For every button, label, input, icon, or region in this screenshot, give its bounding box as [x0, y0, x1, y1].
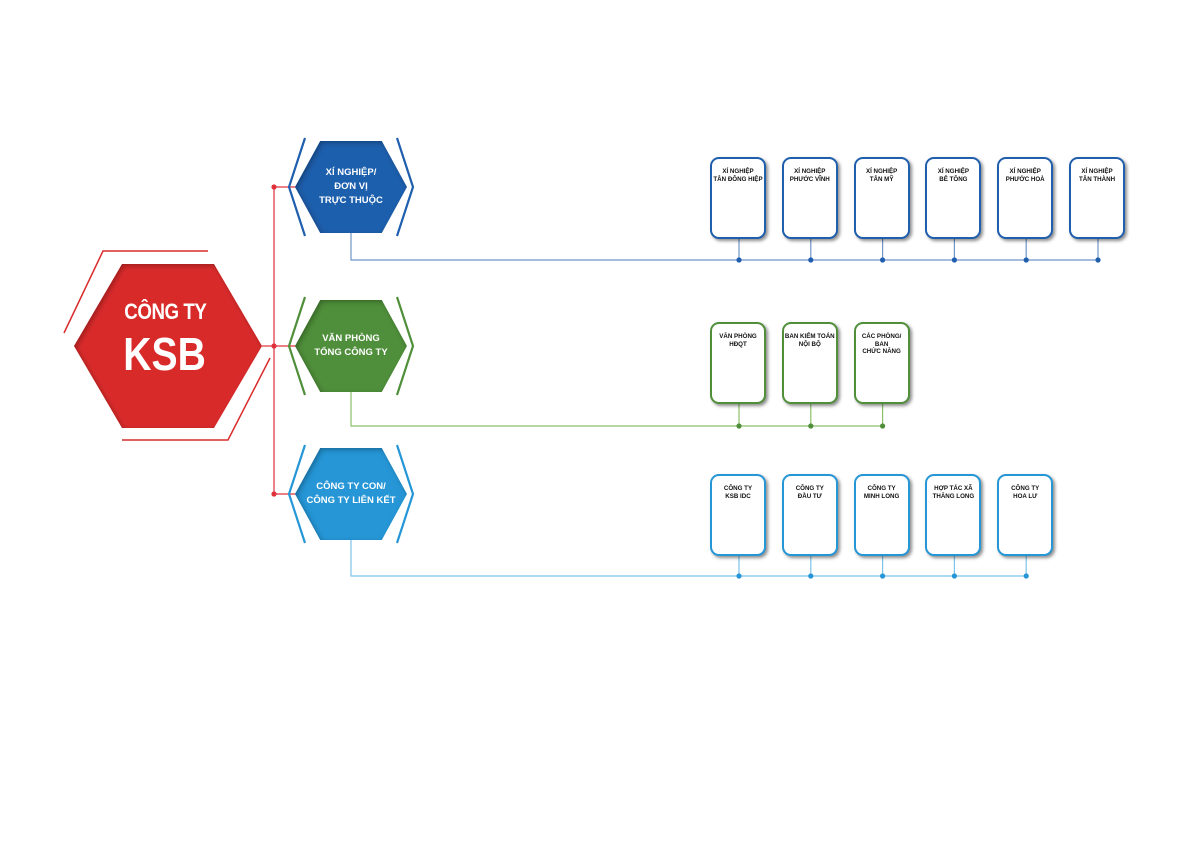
- junction-dot: [271, 343, 277, 349]
- root-outer-frame-top: [63, 250, 208, 334]
- junction-dot: [271, 491, 277, 497]
- branch-hexagon[interactable]: [295, 300, 407, 392]
- branch-label-line: TỔNG CÔNG TY: [314, 347, 388, 358]
- main-connector: [262, 184, 296, 497]
- child-node[interactable]: CÔNG TY ĐẦU TƯ: [781, 474, 838, 556]
- child-node[interactable]: XÍ NGHIỆP PHƯỚC HOÀ: [997, 157, 1054, 239]
- junction-dot: [271, 184, 277, 190]
- branch-cong-ty-con: [287, 444, 1029, 579]
- branch-label-line: CÔNG TY CON/: [316, 481, 386, 492]
- child-node[interactable]: BAN KIỂM TOÁN NỘI BỘ: [781, 322, 838, 404]
- root-label: CÔNG TY KSB: [90, 290, 240, 390]
- child-node[interactable]: HỢP TÁC XÃ THĂNG LONG: [925, 474, 982, 556]
- child-node-label: XÍ NGHIỆP TÂN ĐÔNG HIỆP: [713, 168, 763, 183]
- child-node[interactable]: XÍ NGHIỆP TÂN THÀNH: [1069, 157, 1125, 239]
- hex-frame-right: [395, 296, 415, 396]
- branch-label-line: XÍ NGHIỆP/: [325, 167, 377, 178]
- branch-label: XÍ NGHIỆP/ĐƠN VỊ TRỰC THUỘC: [296, 157, 406, 217]
- hex-frame-left: [287, 137, 307, 237]
- child-junction-dot: [951, 573, 958, 579]
- child-node-label: XÍ NGHIỆP PHƯỚC VĨNH: [789, 168, 830, 183]
- root-outer-frame-bottom: [122, 357, 271, 441]
- child-junction-dot: [736, 257, 742, 263]
- child-node-label: VĂN PHÒNG HĐQT: [719, 333, 757, 348]
- child-node[interactable]: CÁC PHÒNG/ BAN CHỨC NĂNG: [853, 322, 910, 404]
- root-node[interactable]: [63, 250, 271, 441]
- child-junction-dot: [808, 257, 814, 263]
- child-node-label: CÔNG TY HOA LƯ: [1011, 485, 1040, 500]
- branches: [287, 137, 1101, 579]
- child-node-label: CÔNG TY KSB IDC: [723, 485, 753, 500]
- child-junction-dot: [880, 573, 886, 579]
- bus-line: [350, 392, 883, 427]
- branch-van-phong: [287, 296, 886, 429]
- branch-xi-nghiep: [287, 137, 1101, 263]
- child-node-label: HỢP TÁC XÃ THĂNG LONG: [932, 485, 975, 500]
- child-junction-dot: [736, 423, 742, 429]
- branch-label: VĂN PHÒNG TỔNG CÔNG TY: [296, 316, 406, 376]
- branch-label: CÔNG TY CON/CÔNG TY LIÊN KẾT: [296, 464, 406, 524]
- child-node[interactable]: CÔNG TY KSB IDC: [710, 474, 766, 556]
- branch-hexagon[interactable]: [295, 448, 407, 540]
- bus-line: [350, 540, 1027, 577]
- bus-line: [350, 233, 1098, 261]
- child-junction-dot: [1023, 573, 1029, 579]
- child-node-label: XÍ NGHIỆP BÊ TÔNG: [937, 168, 970, 183]
- root-title-line1: CÔNG TY: [123, 299, 207, 324]
- hex-frame-right: [395, 444, 415, 544]
- child-node[interactable]: XÍ NGHIỆP BÊ TÔNG: [925, 157, 982, 239]
- hex-frame-left: [287, 296, 307, 396]
- child-node[interactable]: XÍ NGHIỆP TÂN ĐÔNG HIỆP: [710, 157, 766, 239]
- child-junction-dot: [951, 257, 958, 263]
- branch-label-line: VĂN PHÒNG: [322, 333, 380, 344]
- child-junction-dot: [1095, 257, 1101, 263]
- child-node-label: XÍ NGHIỆP TÂN MỸ: [865, 168, 898, 183]
- branch-label-line: ĐƠN VỊ: [334, 181, 368, 192]
- child-junction-dot: [1023, 257, 1029, 263]
- child-node-label: BAN KIỂM TOÁN NỘI BỘ: [784, 333, 835, 348]
- root-title-line2: KSB: [123, 328, 207, 380]
- child-node-label: CÁC PHÒNG/ BAN CHỨC NĂNG: [861, 333, 902, 355]
- child-node-label: XÍ NGHIỆP TÂN THÀNH: [1078, 168, 1116, 183]
- child-junction-dot: [808, 423, 814, 429]
- branch-label-line: CÔNG TY LIÊN KẾT: [306, 495, 396, 506]
- root-hexagon: [74, 264, 262, 428]
- child-node-label: XÍ NGHIỆP PHƯỚC HOÀ: [1005, 168, 1045, 183]
- child-node[interactable]: CÔNG TY HOA LƯ: [997, 474, 1054, 556]
- child-junction-dot: [736, 573, 742, 579]
- child-node-label: CÔNG TY ĐẦU TƯ: [795, 485, 824, 500]
- hex-frame-right: [395, 137, 415, 237]
- child-node[interactable]: XÍ NGHIỆP TÂN MỸ: [853, 157, 910, 239]
- child-junction-dot: [880, 423, 886, 429]
- child-node[interactable]: XÍ NGHIỆP PHƯỚC VĨNH: [781, 157, 838, 239]
- child-junction-dot: [880, 257, 886, 263]
- child-junction-dot: [808, 573, 814, 579]
- hex-frame-left: [287, 444, 307, 544]
- child-node-label: CÔNG TY MINH LONG: [863, 485, 900, 500]
- branch-label-line: TRỰC THUỘC: [319, 195, 383, 206]
- child-node[interactable]: VĂN PHÒNG HĐQT: [710, 322, 766, 404]
- child-node[interactable]: CÔNG TY MINH LONG: [853, 474, 910, 556]
- branch-hexagon[interactable]: [295, 141, 407, 233]
